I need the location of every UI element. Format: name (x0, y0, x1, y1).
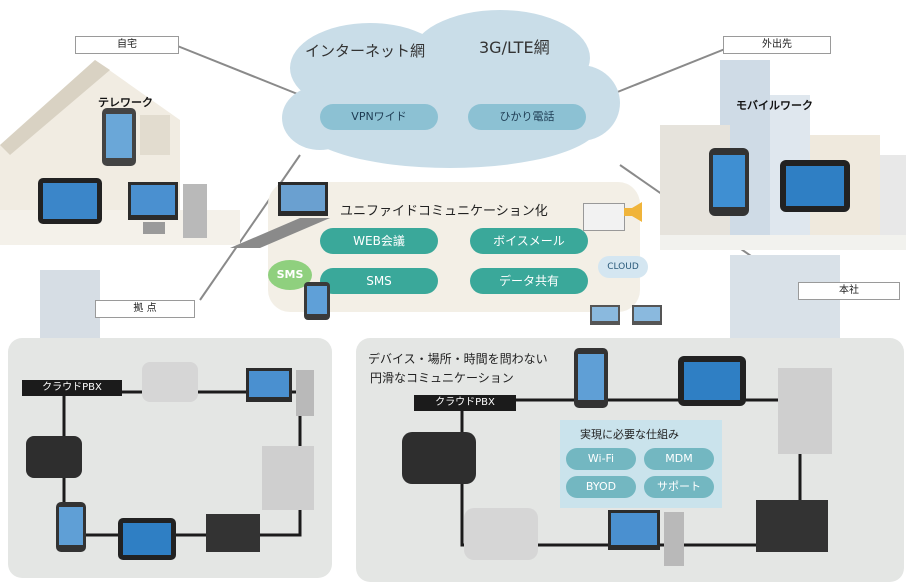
service-pill-web-meeting: WEB会議 (320, 228, 438, 254)
speaker-icon (622, 200, 646, 224)
headline-line-1: デバイス・場所・時間を問わない (368, 352, 548, 366)
video-conference-icon (278, 182, 328, 216)
desktop-pc-icon (246, 368, 316, 418)
ip-phone-icon (142, 362, 198, 402)
tablet-icon (678, 356, 746, 406)
uc-title: ユニファイドコミュニケーション化 (340, 204, 548, 219)
home-tag: 自宅 (75, 36, 179, 54)
service-pill-data-sharing: データ共有 (470, 268, 588, 294)
printer-icon (206, 514, 260, 552)
network-cloud (280, 8, 620, 178)
cloud-pbx-label: クラウドPBX (22, 380, 122, 396)
multifunction-printer-icon (778, 368, 832, 454)
ip-phone-icon (402, 432, 476, 484)
ip-phone-icon (26, 436, 82, 478)
cloud-pbx-label: クラウドPBX (414, 395, 516, 411)
desktop-pc-icon (608, 510, 686, 570)
laptop-icon (590, 305, 620, 325)
laptop-icon (632, 305, 662, 325)
mobile-work-label: モバイルワーク (736, 99, 813, 112)
conference-table-icon (230, 218, 330, 248)
smartphone-icon (102, 108, 136, 166)
requirement-pill-mdm: MDM (644, 448, 714, 470)
smartphone-icon (709, 148, 749, 216)
smartphone-icon (304, 282, 330, 320)
requirement-pill-wifi: Wi-Fi (566, 448, 636, 470)
tablet-icon (780, 160, 850, 212)
lte-network-label: 3G/LTE網 (479, 38, 550, 57)
vpn-wide-pill: VPNワイド (320, 104, 438, 130)
service-pill-sms: SMS (320, 268, 438, 294)
tablet-icon (38, 178, 102, 224)
smartphone-icon (574, 348, 608, 408)
ip-phone-icon (464, 508, 538, 560)
cloud-badge: CLOUD (598, 256, 648, 278)
smartphone-icon (56, 502, 86, 552)
multifunction-printer-icon (262, 446, 314, 510)
hq-tag: 本社 (798, 282, 900, 300)
branch-building (40, 270, 100, 340)
requirement-pill-support: サポート (644, 476, 714, 498)
service-pill-voicemail: ボイスメール (470, 228, 588, 254)
city-buildings (660, 55, 906, 250)
telework-label: テレワーク (98, 96, 153, 109)
away-tag: 外出先 (723, 36, 831, 54)
requirement-pill-byod: BYOD (566, 476, 636, 498)
desktop-pc-icon (128, 182, 208, 240)
branch-tag: 拠 点 (95, 300, 195, 318)
printer-icon (756, 500, 828, 552)
headline-line-2: 円滑なコミュニケーション (370, 371, 514, 385)
tablet-icon (118, 518, 176, 560)
internet-network-label: インターネット網 (305, 42, 426, 60)
mail-icon (583, 203, 625, 231)
requirements-title: 実現に必要な仕組み (580, 428, 679, 441)
hikari-phone-pill: ひかり電話 (468, 104, 586, 130)
